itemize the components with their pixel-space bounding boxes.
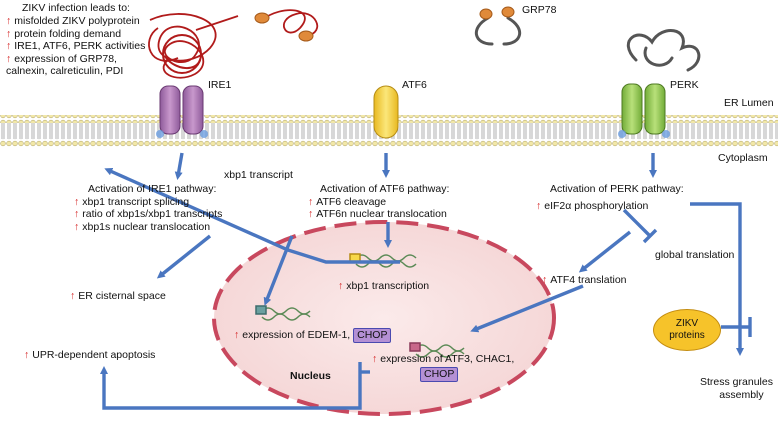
zikv-proteins-label: ZIKV proteins bbox=[669, 318, 705, 341]
list-item: ↑protein folding demand bbox=[6, 27, 122, 40]
chop-badge: CHOP bbox=[420, 367, 459, 382]
misfolded-protein-icon bbox=[254, 9, 319, 42]
stress-granules-outcome: Stress granules assembly bbox=[700, 376, 773, 401]
list-item: ↑xbp1 transcript splicing bbox=[74, 195, 190, 208]
dna-helix-icon bbox=[255, 305, 311, 321]
chop-badge: CHOP bbox=[353, 328, 392, 343]
perk-receptor-icon bbox=[618, 29, 701, 138]
misfolded-polyprotein-icon bbox=[148, 13, 239, 79]
nucleus-label: Nucleus bbox=[290, 370, 331, 382]
pathway-arrows bbox=[100, 152, 744, 410]
cytoplasm-label: Cytoplasm bbox=[718, 152, 768, 164]
list-item: ↑ATF6 cleavage bbox=[308, 195, 387, 208]
xbp1-transcription-outcome: ↑xbp1 transcription bbox=[338, 280, 430, 292]
perk-pathway: Activation of PERK pathway: ↑eIF2α phosp… bbox=[536, 183, 684, 212]
perk-pathway-title: Activation of PERK pathway: bbox=[550, 183, 684, 195]
atf6-pathway: Activation of ATF6 pathway: ↑ATF6 cleava… bbox=[308, 183, 449, 221]
nucleus bbox=[212, 220, 556, 416]
upr-apoptosis-outcome: ↑UPR-dependent apoptosis bbox=[24, 349, 156, 361]
atf3-chop-wrap: CHOP bbox=[420, 367, 459, 382]
atf6-receptor-icon bbox=[373, 85, 399, 139]
list-item: ↑ATF6n nuclear translocation bbox=[308, 208, 447, 220]
global-translation-outcome: global translation bbox=[655, 249, 735, 261]
infection-title: ZIKV infection leads to: bbox=[22, 2, 130, 14]
atf3-expression-outcome: ↑expression of ATF3, CHAC1, bbox=[372, 353, 515, 365]
xbp1-transcript-label: xbp1 transcript bbox=[224, 169, 293, 181]
dna-helix-icon bbox=[349, 253, 417, 268]
infection-list: ↑misfolded ZIKV polyprotein ↑protein fol… bbox=[6, 15, 145, 78]
ire1-pathway: Activation of IRE1 pathway: ↑xbp1 transc… bbox=[74, 183, 222, 233]
list-item: ↑IRE1, ATF6, PERK activities bbox=[6, 40, 146, 52]
er-lumen-label: ER Lumen bbox=[724, 97, 774, 109]
list-item: ↑eIF2α phosphorylation bbox=[536, 199, 649, 212]
list-item: ↑expression of GRP78, bbox=[6, 52, 117, 65]
perk-label: PERK bbox=[670, 79, 699, 91]
grp78-icon bbox=[475, 6, 521, 46]
atf6-label: ATF6 bbox=[402, 79, 427, 91]
inhibition-arrows bbox=[622, 208, 752, 337]
ire1-label: IRE1 bbox=[208, 79, 232, 91]
zikv-proteins-node: ZIKV proteins bbox=[653, 309, 721, 351]
ire1-receptor-icon bbox=[156, 34, 208, 138]
list-item: calnexin, calreticulin, PDI bbox=[6, 65, 124, 77]
edem-expression-outcome: ↑expression of EDEM-1, CHOP bbox=[234, 328, 392, 343]
grp78-label: GRP78 bbox=[522, 4, 557, 16]
list-item: ↑misfolded ZIKV polyprotein bbox=[6, 15, 140, 27]
list-item: ↑ratio of xbp1s/xbp1 transcripts bbox=[74, 208, 223, 220]
dna-helix-icon bbox=[409, 342, 465, 358]
ire1-pathway-title: Activation of IRE1 pathway: bbox=[88, 183, 217, 195]
atf6-pathway-title: Activation of ATF6 pathway: bbox=[320, 183, 450, 195]
list-item: ↑xbp1s nuclear translocation bbox=[74, 220, 211, 233]
atf4-translation-outcome: ↑ATF4 translation bbox=[542, 274, 627, 286]
er-cisternal-outcome: ↑ER cisternal space bbox=[70, 290, 166, 302]
